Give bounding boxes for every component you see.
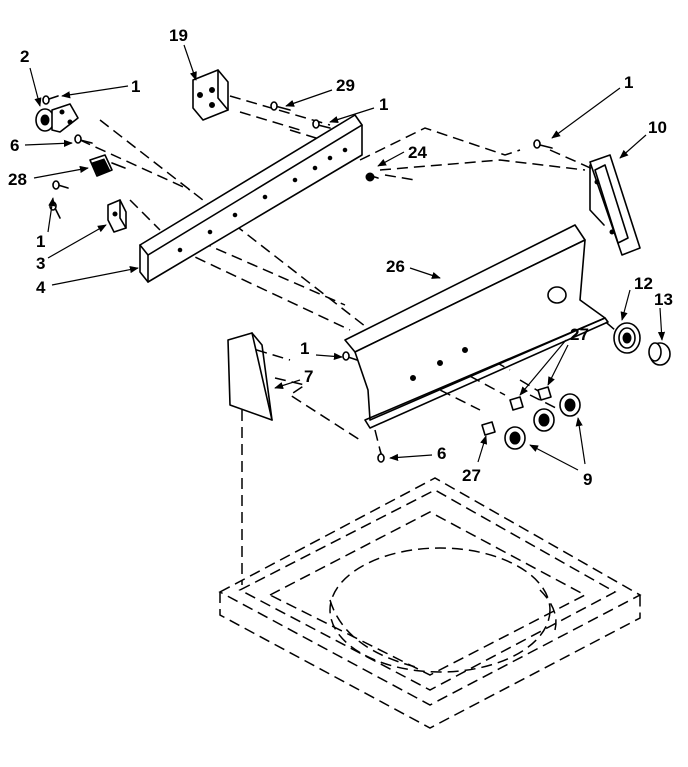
callout-29: 29 bbox=[336, 76, 355, 95]
callout-19: 19 bbox=[169, 26, 188, 45]
callout-2: 2 bbox=[20, 47, 29, 66]
part-28-clip bbox=[89, 154, 126, 177]
callout-4: 4 bbox=[36, 278, 46, 297]
part-9-knobs bbox=[504, 393, 581, 450]
callout-1: 1 bbox=[36, 232, 45, 251]
callout-7: 7 bbox=[304, 367, 313, 386]
callout-1: 1 bbox=[379, 95, 388, 114]
part-7-side-panel bbox=[227, 332, 273, 421]
leader-arrows bbox=[24, 44, 666, 471]
callout-27: 27 bbox=[570, 325, 589, 344]
callout-12: 12 bbox=[634, 274, 653, 293]
part-27-pins bbox=[481, 386, 552, 436]
part-10-end-cap bbox=[589, 154, 641, 256]
callout-3: 3 bbox=[36, 254, 45, 273]
assembly-guide-lines bbox=[79, 95, 616, 585]
callout-24: 24 bbox=[408, 143, 427, 162]
part-19-bracket bbox=[192, 69, 229, 121]
callout-1: 1 bbox=[300, 339, 309, 358]
callout-6: 6 bbox=[10, 136, 19, 155]
callout-26: 26 bbox=[386, 257, 405, 276]
callout-13: 13 bbox=[654, 290, 673, 309]
callout-1: 1 bbox=[131, 77, 140, 96]
callout-1: 1 bbox=[624, 73, 633, 92]
part-2-switch bbox=[35, 103, 79, 133]
callout-labels: 1 2 19 29 1 1 10 6 24 28 1 3 4 26 12 13 … bbox=[8, 26, 673, 489]
cabinet-top-outline bbox=[218, 477, 642, 729]
callout-28: 28 bbox=[8, 170, 27, 189]
part-12-bezel bbox=[613, 322, 641, 354]
part-3-clip bbox=[107, 199, 127, 233]
part-13-knob bbox=[648, 342, 671, 366]
part-26-console bbox=[344, 224, 609, 429]
callout-6: 6 bbox=[437, 444, 446, 463]
callout-9: 9 bbox=[583, 470, 592, 489]
callout-10: 10 bbox=[648, 118, 667, 137]
callout-27: 27 bbox=[462, 466, 481, 485]
part-4-rail bbox=[139, 114, 363, 283]
